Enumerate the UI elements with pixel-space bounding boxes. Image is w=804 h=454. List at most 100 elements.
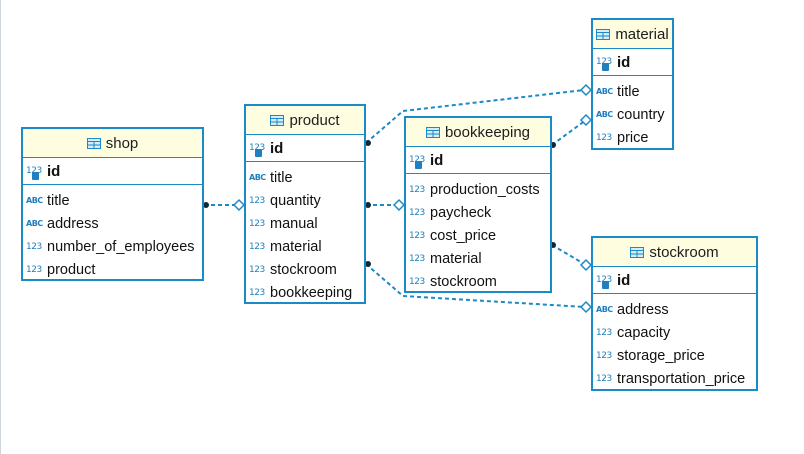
entity-header[interactable]: product <box>246 106 364 135</box>
text-type-icon: ABC <box>26 196 43 205</box>
number-type-icon: 123 <box>409 276 425 287</box>
column-name: product <box>47 261 96 278</box>
primary-key-icon: 123 <box>249 143 268 157</box>
column-name: stockroom <box>430 273 497 290</box>
pk-column[interactable]: 123 id <box>246 135 364 162</box>
column-row[interactable]: 123 bookkeeping <box>246 281 364 304</box>
pk-column[interactable]: 123 id <box>23 158 202 185</box>
column-name: id <box>617 53 631 71</box>
entity-name: material <box>615 25 669 43</box>
column-row[interactable]: ABC address <box>593 298 756 321</box>
entity-name: bookkeeping <box>444 123 531 141</box>
relation-end-dot <box>365 261 371 267</box>
column-name: transportation_price <box>617 370 746 387</box>
column-row[interactable]: ABC country <box>593 103 672 126</box>
relation-bookkeeping-material <box>551 119 587 146</box>
column-name: capacity <box>617 324 671 341</box>
entity-name: shop <box>105 134 139 152</box>
column-row[interactable]: 123 material <box>246 235 364 258</box>
column-name: storage_price <box>617 347 705 364</box>
text-type-icon: ABC <box>26 219 43 228</box>
entity-header[interactable]: bookkeeping <box>406 118 550 147</box>
table-icon <box>630 246 645 258</box>
column-row[interactable]: 123 manual <box>246 212 364 235</box>
number-type-icon: 123 <box>409 230 425 241</box>
number-type-icon: 123 <box>409 253 425 264</box>
relation-end-dot <box>365 140 371 146</box>
relation-end-diamond <box>232 198 246 212</box>
column-row[interactable]: 123 cost_price <box>406 224 550 247</box>
pk-column[interactable]: 123 id <box>406 147 550 174</box>
column-row[interactable]: 123 product <box>23 258 202 281</box>
number-type-icon: 123 <box>596 350 612 361</box>
pk-column[interactable]: 123 id <box>593 267 756 294</box>
primary-key-icon: 123 <box>596 275 615 289</box>
column-name: address <box>617 301 669 318</box>
number-type-icon: 123 <box>596 373 612 384</box>
relation-product-material <box>365 89 585 144</box>
number-type-icon: 123 <box>409 184 425 195</box>
relation-end-diamond <box>392 198 406 212</box>
column-row[interactable]: 123 capacity <box>593 321 756 344</box>
entity-header[interactable]: material <box>593 20 672 49</box>
column-row[interactable]: 123 storage_price <box>593 344 756 367</box>
left-panel-divider <box>0 0 1 454</box>
relation-end-dot <box>203 202 209 208</box>
number-type-icon: 123 <box>596 132 612 143</box>
number-type-icon: 123 <box>249 241 265 252</box>
column-name: country <box>617 106 665 123</box>
entity-header[interactable]: stockroom <box>593 238 756 267</box>
column-name: id <box>270 139 284 157</box>
column-name: material <box>270 238 322 255</box>
number-type-icon: 123 <box>249 264 265 275</box>
text-type-icon: ABC <box>596 110 613 119</box>
entity-header[interactable]: shop <box>23 129 202 158</box>
pk-column[interactable]: 123 id <box>593 49 672 76</box>
number-type-icon: 123 <box>26 241 42 252</box>
column-name: bookkeeping <box>270 284 353 301</box>
primary-key-icon: 123 <box>596 57 615 71</box>
column-name: paycheck <box>430 204 492 221</box>
number-type-icon: 123 <box>596 327 612 338</box>
column-name: manual <box>270 215 318 232</box>
table-icon <box>425 126 440 138</box>
column-name: id <box>617 271 631 289</box>
entity-name: product <box>289 111 340 129</box>
column-row[interactable]: 123 transportation_price <box>593 367 756 390</box>
column-name: id <box>47 162 61 180</box>
primary-key-icon: 123 <box>409 155 428 169</box>
number-type-icon: 123 <box>249 287 265 298</box>
column-row[interactable]: 123 material <box>406 247 550 270</box>
column-name: title <box>617 83 640 100</box>
column-name: stockroom <box>270 261 337 278</box>
column-row[interactable]: 123 stockroom <box>406 270 550 293</box>
relation-end-diamond <box>579 83 593 97</box>
column-name: cost_price <box>430 227 497 244</box>
number-type-icon: 123 <box>26 264 42 275</box>
column-name: material <box>430 250 482 267</box>
text-type-icon: ABC <box>596 305 613 314</box>
column-row[interactable]: 123 stockroom <box>246 258 364 281</box>
number-type-icon: 123 <box>249 218 265 229</box>
relation-end-dot <box>365 202 371 208</box>
